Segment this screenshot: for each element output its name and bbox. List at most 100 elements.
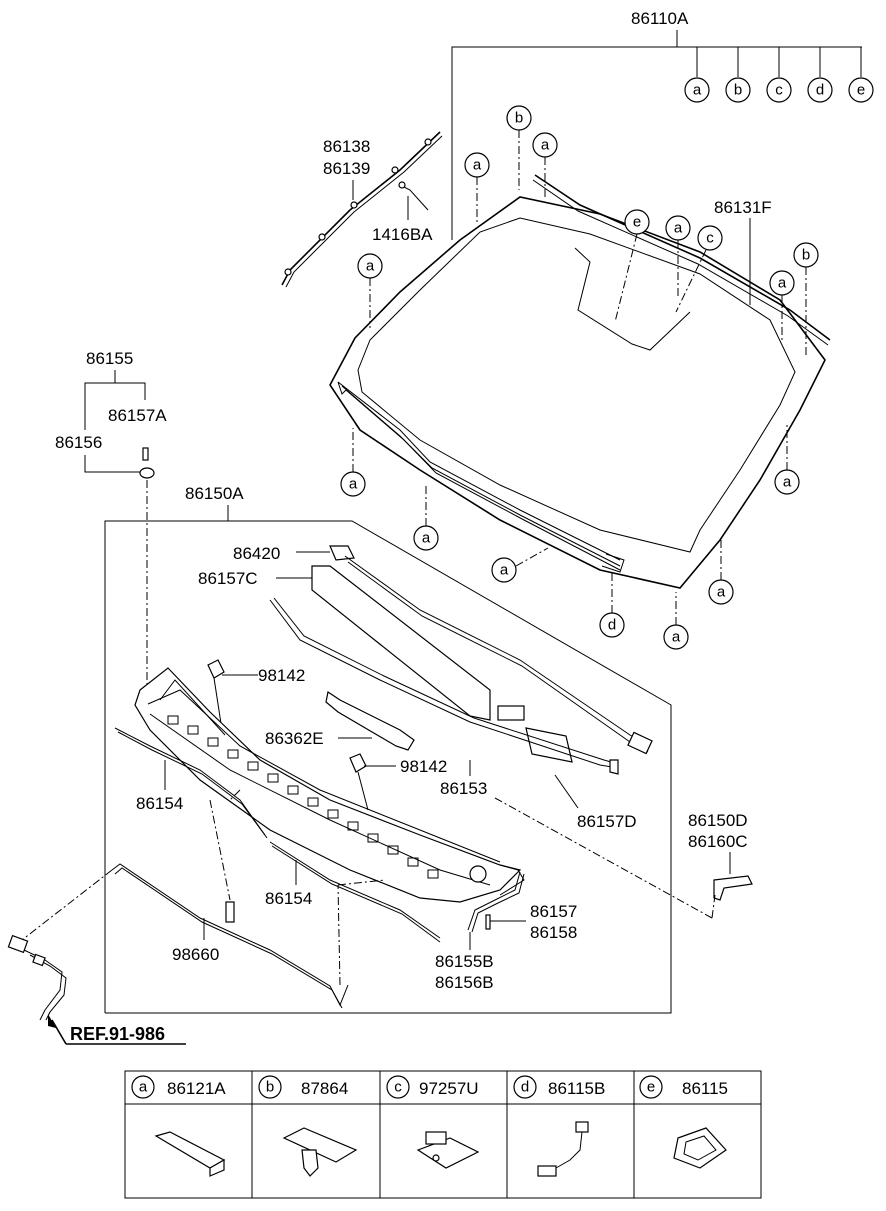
svg-text:c: c <box>775 82 783 99</box>
part-98142-mid: 98142 <box>349 753 447 811</box>
callout-d: d <box>807 77 833 103</box>
callout-c: c <box>766 77 792 103</box>
windshield-callouts: b a a e a c b a a a a a d a a a <box>340 105 819 650</box>
label-86156B: 86156B <box>435 973 494 992</box>
label-98660: 98660 <box>172 945 219 964</box>
label-1416BA: 1416BA <box>372 225 433 244</box>
svg-text:c: c <box>706 230 714 247</box>
legend-col-a: a 86121A <box>131 1075 226 1177</box>
label-86154-mid: 86154 <box>265 889 312 908</box>
svg-text:a: a <box>473 157 482 174</box>
svg-text:a: a <box>717 584 726 601</box>
callout-d: d <box>599 612 625 638</box>
callout-b: b <box>506 105 532 131</box>
part-86155B: 86155B 86156B <box>435 871 525 992</box>
label-86131F: 86131F <box>714 198 772 217</box>
label-86155: 86155 <box>86 349 133 368</box>
callout-a: a <box>769 270 795 296</box>
svg-text:d: d <box>816 82 824 99</box>
legend-part-d: 86115B <box>548 1079 605 1098</box>
svg-text:e: e <box>647 1079 655 1096</box>
part-86150D: 86150D 86160C <box>494 797 753 919</box>
windshield-glass <box>329 196 826 589</box>
label-86138: 86138 <box>323 137 370 156</box>
part-86420: 86420 <box>233 544 653 755</box>
frame-86150A: 86150A <box>104 484 672 1014</box>
svg-text:a: a <box>674 220 683 237</box>
callout-a: a <box>413 525 439 551</box>
label-86155B: 86155B <box>435 952 494 971</box>
label-98142-mid: 98142 <box>400 757 447 776</box>
svg-text:d: d <box>521 1079 529 1096</box>
legend-part-b: 87864 <box>301 1079 348 1098</box>
label-86150A: 86150A <box>185 484 244 503</box>
label-ref-91-986: REF.91-986 <box>70 1024 165 1044</box>
bracket-86110A: 86110A a b c d e <box>451 9 874 240</box>
svg-text:a: a <box>541 137 550 154</box>
part-86157D: 86157D <box>554 774 637 831</box>
label-86110A: 86110A <box>631 9 689 28</box>
callout-e: e <box>848 77 874 103</box>
callout-a: a <box>684 77 710 103</box>
label-86362E: 86362E <box>265 729 324 748</box>
part-86138-strip: 86138 86139 1416BA <box>281 131 443 288</box>
svg-text:b: b <box>515 110 523 127</box>
callout-b: b <box>725 77 751 103</box>
svg-text:d: d <box>608 617 616 634</box>
callout-a: a <box>663 624 689 650</box>
part-98142-top: 98142 <box>207 659 305 731</box>
callout-a: a <box>665 215 691 241</box>
label-86156: 86156 <box>55 433 102 452</box>
label-86157D: 86157D <box>577 812 637 831</box>
svg-text:a: a <box>139 1079 148 1096</box>
svg-text:a: a <box>366 258 375 275</box>
svg-text:a: a <box>349 476 358 493</box>
svg-text:b: b <box>734 82 742 99</box>
callout-e: e <box>624 209 650 235</box>
part-98660: 98660 <box>7 863 386 1021</box>
legend-part-a: 86121A <box>167 1079 226 1098</box>
label-86157A: 86157A <box>108 406 167 425</box>
part-86157: 86157 86158 <box>485 902 577 942</box>
label-86158: 86158 <box>530 923 577 942</box>
label-86157: 86157 <box>530 902 577 921</box>
part-86154-mid: 86154 <box>265 841 441 943</box>
svg-text:a: a <box>693 82 702 99</box>
svg-text:a: a <box>778 275 787 292</box>
svg-text:e: e <box>633 214 641 231</box>
cowl-panel <box>134 667 525 903</box>
legend-part-c: 97257U <box>419 1079 479 1098</box>
legend-part-e: 86115 <box>682 1079 728 1098</box>
legend-table: a 86121A b 87864 c 97257U d 86115B <box>124 1070 762 1199</box>
label-86153: 86153 <box>440 779 487 798</box>
part-86155-group: 86155 86157A 86156 <box>55 349 167 700</box>
callout-b: b <box>793 242 819 268</box>
svg-text:b: b <box>802 247 810 264</box>
svg-text:e: e <box>857 82 865 99</box>
part-86154-left: 86154 <box>114 727 268 901</box>
ref-91-986: REF.91-986 <box>48 1014 186 1045</box>
callout-a: a <box>357 253 383 279</box>
label-86154-left: 86154 <box>136 794 183 813</box>
svg-text:a: a <box>500 562 509 579</box>
svg-text:b: b <box>266 1079 274 1096</box>
label-86160C: 86160C <box>688 832 748 851</box>
callout-a: a <box>340 471 366 497</box>
legend-col-d: d 86115B <box>513 1075 605 1177</box>
svg-text:a: a <box>422 530 431 547</box>
svg-text:c: c <box>394 1079 402 1096</box>
label-86139: 86139 <box>323 159 370 178</box>
callout-a: a <box>774 469 800 495</box>
callout-a: a <box>464 152 490 178</box>
part-86153: 86153 <box>269 597 619 798</box>
callout-a: a <box>491 557 517 583</box>
callout-a: a <box>532 132 558 158</box>
callout-c: c <box>697 225 723 251</box>
legend-col-c: c 97257U <box>386 1075 480 1169</box>
label-86157C: 86157C <box>198 569 258 588</box>
label-98142-top: 98142 <box>258 666 305 685</box>
label-86420: 86420 <box>233 544 280 563</box>
callout-a: a <box>708 579 734 605</box>
part-86157C: 86157C <box>198 565 573 763</box>
